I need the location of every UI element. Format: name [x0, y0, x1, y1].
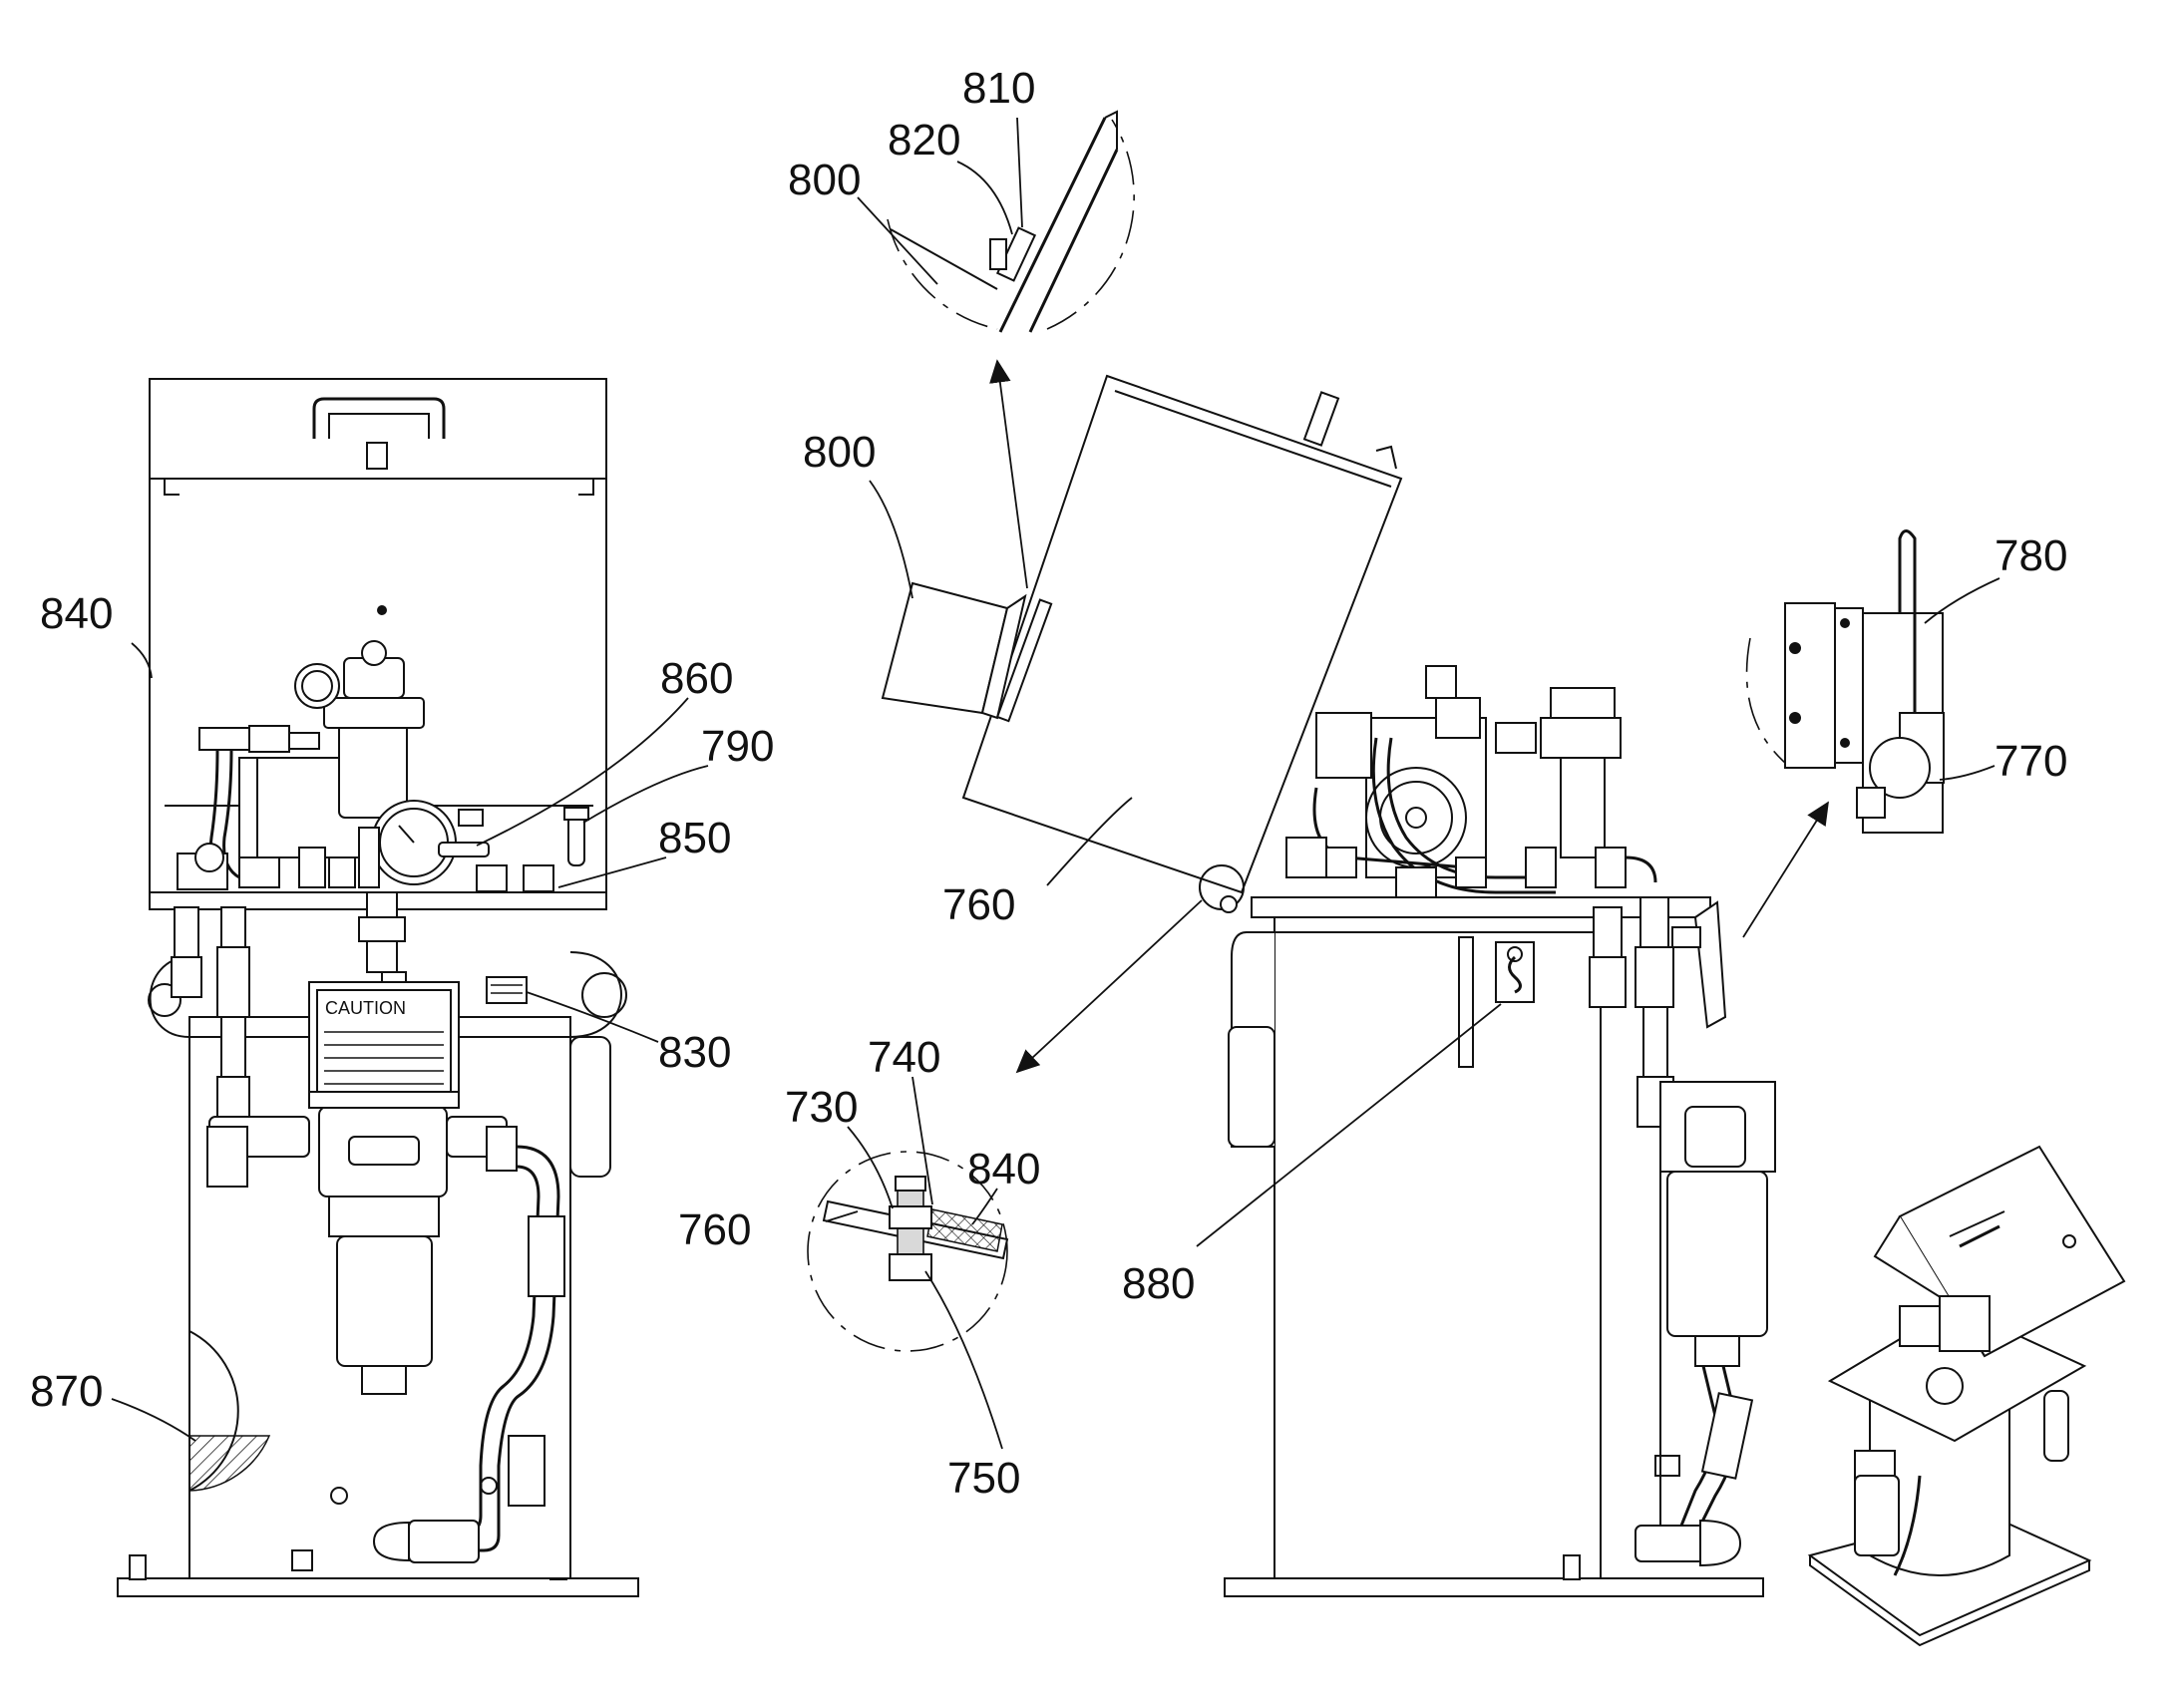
label-870: 870 [30, 1367, 103, 1416]
label-860: 860 [660, 654, 733, 703]
label-760-detail: 760 [678, 1205, 751, 1254]
label-770: 770 [1995, 737, 2067, 786]
leader-lines [111, 117, 2000, 1450]
label-810: 810 [962, 64, 1035, 113]
caution-sign-text: CAUTION [325, 998, 406, 1018]
label-750: 750 [947, 1454, 1020, 1503]
label-850: 850 [658, 814, 731, 862]
label-780: 780 [1995, 531, 2067, 580]
detail-latch [1745, 529, 1945, 834]
front-view-unit: CAUTION [117, 378, 639, 1597]
label-790: 790 [701, 722, 774, 771]
side-view-unit [1224, 665, 1776, 1597]
label-800-handle: 800 [803, 428, 876, 477]
label-740: 740 [868, 1033, 940, 1082]
detail-lid-hinge [887, 110, 1135, 333]
label-730: 730 [785, 1083, 858, 1132]
label-840-enclosure: 840 [40, 589, 113, 638]
label-820: 820 [888, 116, 960, 165]
isometric-view [1807, 1145, 2126, 1647]
reference-numerals: 840 860 790 850 830 870 800 820 810 800 … [30, 64, 2067, 1503]
detail-arrows [989, 359, 1829, 1074]
label-800-detail: 800 [788, 156, 861, 204]
label-840-detail: 840 [967, 1145, 1040, 1194]
label-760-lid: 760 [942, 880, 1015, 929]
open-lid-view [881, 374, 1403, 913]
detail-fastener [807, 1151, 1009, 1352]
label-830: 830 [658, 1028, 731, 1077]
label-880: 880 [1122, 1259, 1195, 1308]
